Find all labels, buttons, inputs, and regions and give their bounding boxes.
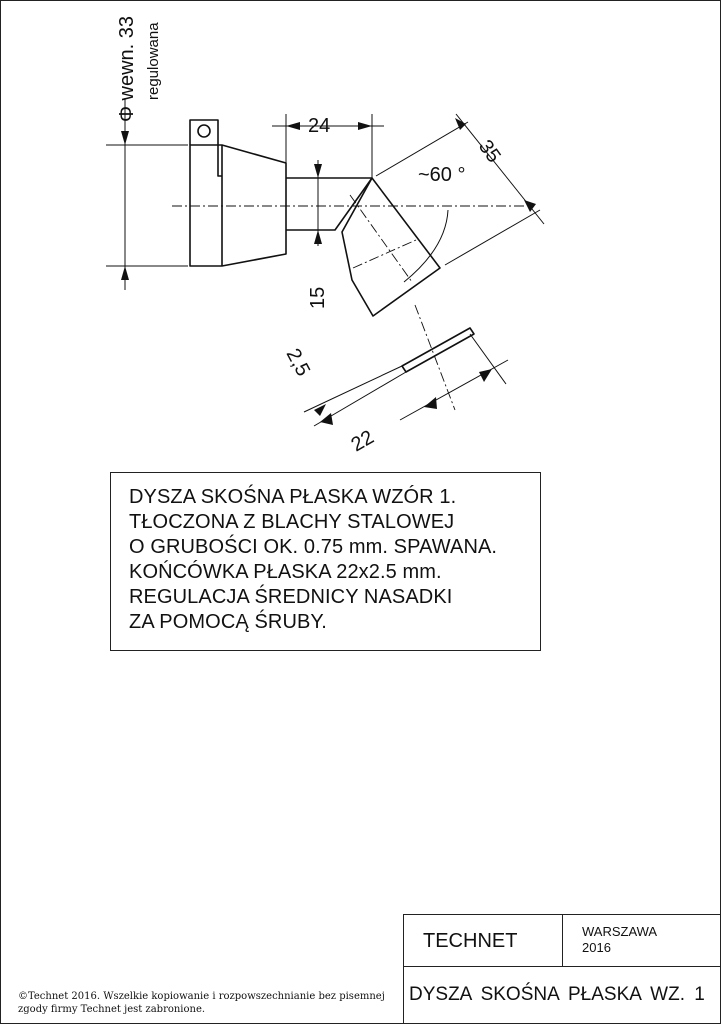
collar-outline (189, 144, 287, 267)
length-label: 24 (308, 115, 330, 137)
note-line: KOŃCÓWKA PŁASKA 22x2.5 mm. (129, 561, 442, 583)
note-line: DYSZA SKOŚNA PŁASKA WZÓR 1. (129, 486, 457, 508)
angle-arc (403, 209, 449, 283)
notes-text: DYSZA SKOŚNA PŁASKA WZÓR 1. TŁOCZONA Z B… (129, 485, 497, 635)
slot-width-label: 22 (348, 426, 378, 456)
copyright-line: ©Technet 2016. Wszelkie kopiowanie i roz… (18, 991, 385, 1002)
title-block-place-cell: WARSZAWA 2016 (563, 915, 721, 967)
copyright-line: zgody firmy Technet jest zabronione. (18, 1004, 206, 1015)
angle-label: ~60 ° (418, 164, 465, 186)
note-line: TŁOCZONA Z BLACHY STALOWEJ (129, 511, 455, 533)
company-name: TECHNET (423, 930, 518, 952)
diameter-label: Φ wewn. 33 (116, 16, 138, 122)
diameter-sublabel: regulowana (145, 22, 162, 100)
slot-thickness-label: 2,5 (282, 345, 314, 380)
copyright-notice: ©Technet 2016. Wszelkie kopiowanie i roz… (18, 990, 385, 1016)
note-line: REGULACJA ŚREDNICY NASADKI (129, 586, 453, 608)
tip-length-label: 35 (474, 136, 505, 167)
city: WARSZAWA (582, 924, 658, 939)
angled-tip (341, 177, 441, 317)
neck-label: 15 (307, 287, 329, 309)
slot-width-dim-line (399, 359, 509, 421)
technical-drawing: Φ wewn. 33 regulowana 24 ~60 ° 35 15 2,5… (106, 16, 545, 456)
drawing-title: DYSZA SKOŚNA PŁASKA WZ. 1 (409, 984, 705, 1005)
centerline-tip (349, 194, 413, 283)
note-line: ZA POMOCĄ ŚRUBY. (129, 611, 327, 633)
title-block-company-cell: TECHNET (404, 915, 563, 967)
screw-lug (189, 119, 222, 177)
title-block: TECHNET WARSZAWA 2016 DYSZA SKOŚNA PŁASK… (403, 914, 721, 1023)
flat-slot (401, 327, 475, 373)
note-line: O GRUBOŚCI OK. 0.75 mm. SPAWANA. (129, 536, 498, 558)
centerline-slot (414, 304, 456, 411)
centerline-tip-cross (352, 239, 417, 269)
neck-tube (286, 177, 373, 231)
year: 2016 (582, 940, 611, 955)
notes-box: DYSZA SKOŚNA PŁASKA WZÓR 1. TŁOCZONA Z B… (110, 472, 541, 651)
screw-hole (197, 124, 211, 138)
